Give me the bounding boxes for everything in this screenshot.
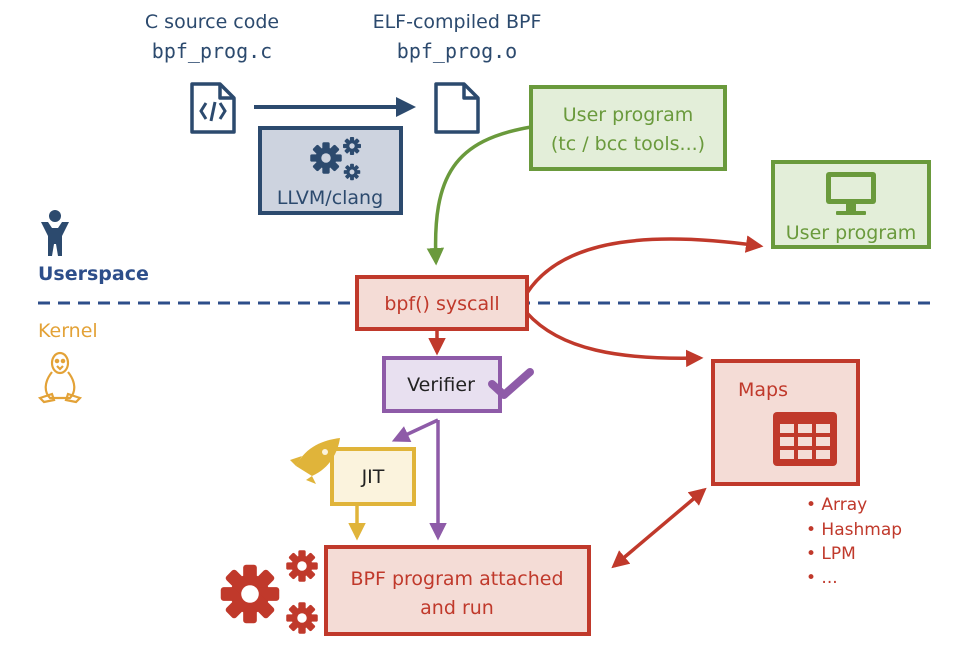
monitor-icon bbox=[826, 172, 876, 215]
user-program-right: User program bbox=[771, 160, 931, 249]
source-caption: C source code bbox=[145, 11, 279, 33]
bpf-program-line1: BPF program attached bbox=[350, 568, 563, 590]
syscall-to-user-arrow bbox=[525, 235, 764, 294]
map-types-list: • Array • Hashmap • LPM • ... bbox=[806, 495, 902, 588]
jit-label: JIT bbox=[361, 466, 385, 488]
maps-title: Maps bbox=[738, 379, 788, 401]
map-type-lpm: • LPM bbox=[806, 544, 856, 564]
user-program-top-line1: User program bbox=[563, 104, 693, 126]
source-filename: bpf_prog.c bbox=[152, 39, 272, 63]
checkmark-icon bbox=[488, 368, 534, 399]
verifier-box: Verifier bbox=[382, 356, 534, 413]
user-program-top: User program (tc / bcc tools...) bbox=[529, 85, 727, 171]
bpf-program-box: BPF program attached and run bbox=[324, 545, 591, 636]
compiler-box: LLVM/clang bbox=[258, 126, 403, 215]
compiler-label: LLVM/clang bbox=[277, 187, 383, 209]
program-maps-arrow bbox=[611, 487, 707, 569]
syscall-to-maps-arrow bbox=[525, 311, 704, 368]
grid-table-icon bbox=[773, 412, 837, 466]
verifier-to-jit-arrow bbox=[391, 418, 439, 443]
jit-box: JIT bbox=[290, 438, 416, 506]
tux-penguin-icon bbox=[37, 351, 83, 404]
bpf-program-line2: and run bbox=[420, 597, 494, 619]
user-program-top-line2: (tc / bcc tools...) bbox=[551, 133, 705, 155]
kernel-label: Kernel bbox=[38, 320, 98, 342]
user-program-right-label: User program bbox=[786, 222, 916, 244]
code-file-icon bbox=[190, 82, 236, 134]
person-icon bbox=[41, 210, 69, 256]
object-filename: bpf_prog.o bbox=[397, 39, 517, 63]
load-arrow bbox=[426, 125, 532, 266]
map-type-array: • Array bbox=[806, 495, 867, 515]
syscall-box: bpf() syscall bbox=[355, 275, 529, 331]
rocket-icon bbox=[290, 438, 340, 484]
verifier-label: Verifier bbox=[407, 374, 475, 396]
file-icon bbox=[434, 82, 480, 134]
map-type-more: • ... bbox=[806, 568, 838, 588]
userspace-label: Userspace bbox=[38, 263, 149, 285]
syscall-label: bpf() syscall bbox=[384, 293, 499, 315]
runtime-gears-icon bbox=[220, 550, 318, 634]
map-type-hashmap: • Hashmap bbox=[806, 520, 902, 540]
object-caption: ELF-compiled BPF bbox=[373, 11, 542, 33]
maps-box: Maps bbox=[711, 359, 860, 486]
